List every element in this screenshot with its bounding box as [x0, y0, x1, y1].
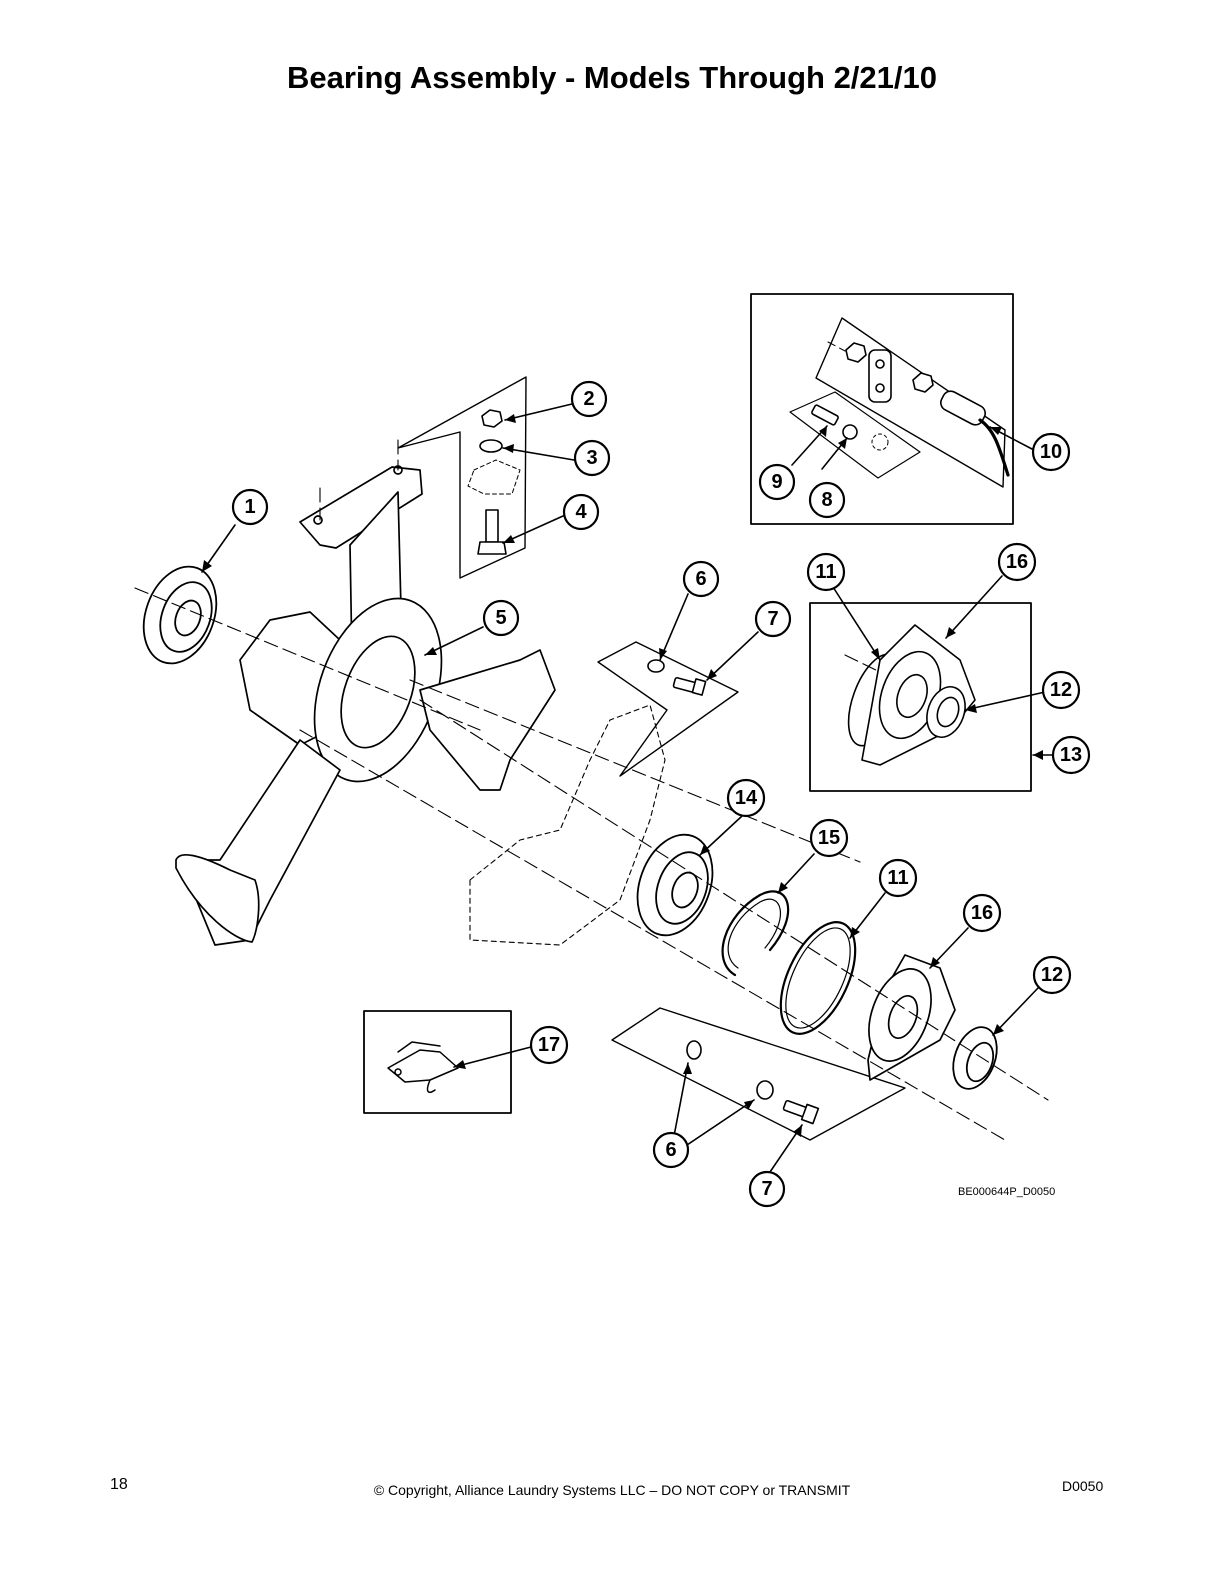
callout-12: 12 — [1032, 955, 1072, 995]
callout-8-label: 8 — [821, 489, 832, 511]
sensor-inset-frame — [750, 293, 1014, 525]
mid-bolt-part — [672, 676, 707, 696]
callout-13-label: 13 — [1060, 744, 1082, 766]
callout-7-lower: 7 — [748, 1170, 786, 1208]
mid-washer-part — [647, 659, 665, 673]
o-ring-part — [779, 921, 857, 1035]
page-title: Bearing Assembly - Models Through 2/21/1… — [286, 60, 938, 95]
callout-6-lower-label: 6 — [665, 1139, 676, 1161]
inner-bearing-part — [636, 833, 714, 937]
callout-12-label: 12 — [1041, 964, 1063, 986]
seal-kit-seal-housing — [847, 624, 976, 766]
callout-3: 3 — [573, 439, 611, 477]
callout-8: 8 — [808, 481, 846, 519]
retaining-ring-part — [721, 890, 790, 977]
upper-hidden-plate — [467, 459, 521, 495]
callout-6-label: 6 — [695, 568, 706, 590]
page-number: 18 — [110, 1476, 128, 1493]
callout-11-inset-label: 11 — [815, 561, 836, 583]
callout-14: 14 — [726, 778, 766, 818]
clip-inset-frame — [363, 1010, 512, 1114]
figure-code: BE000644P_D0050 — [958, 1186, 1056, 1198]
callout-16: 16 — [962, 893, 1002, 933]
outer-bearing-part — [142, 565, 218, 665]
callout-14-label: 14 — [735, 787, 758, 809]
assembly-centerlines — [134, 439, 1049, 1141]
lower-washer-part-b — [756, 1080, 774, 1100]
callout-6: 6 — [682, 560, 720, 598]
lower-washer-part-a — [686, 1040, 702, 1060]
callout-13: 13 — [1051, 735, 1091, 775]
callout-4: 4 — [562, 493, 600, 531]
callout-2-label: 2 — [583, 388, 594, 410]
callout-9: 9 — [758, 463, 796, 501]
clip-part — [387, 1041, 459, 1093]
callout-3-label: 3 — [586, 447, 597, 469]
upper-washer-part — [479, 439, 503, 453]
callout-16-inset: 16 — [997, 542, 1037, 582]
upper-bolt-part — [477, 509, 507, 555]
sensor-fastener-panel — [789, 391, 921, 479]
lower-hardware-panel — [611, 1007, 906, 1141]
hidden-tub-outline — [469, 704, 666, 946]
lower-bolt-part — [782, 1099, 820, 1125]
sensor-screw-part — [811, 404, 839, 426]
callout-11-label: 11 — [887, 867, 908, 889]
callout-9-label: 9 — [771, 471, 782, 493]
callout-2: 2 — [570, 380, 608, 418]
sensor-bracket-panel — [815, 317, 1006, 488]
bearing-housing-spider — [175, 465, 556, 946]
copyright-notice: © Copyright, Alliance Laundry Systems LL… — [373, 1482, 851, 1498]
callout-1: 1 — [231, 488, 269, 526]
callout-15: 15 — [809, 818, 849, 858]
seal-kit-inset-frame — [809, 602, 1032, 792]
callout-10: 10 — [1031, 432, 1071, 472]
sensor-lock-washer — [842, 424, 858, 440]
callout-5: 5 — [482, 599, 520, 637]
callout-10-label: 10 — [1040, 441, 1062, 463]
callout-arrowheads — [202, 414, 1043, 1137]
callout-7: 7 — [754, 600, 792, 638]
callout-11: 11 — [878, 858, 918, 898]
callout-15-label: 15 — [818, 827, 840, 849]
shaft-seal-part — [952, 1026, 998, 1090]
callout-16-inset-label: 16 — [1006, 551, 1028, 573]
callout-12-inset-label: 12 — [1050, 679, 1072, 701]
callout-5-label: 5 — [495, 607, 506, 629]
document-code: D0050 — [1062, 1478, 1104, 1494]
callout-17-label: 17 — [538, 1034, 560, 1056]
callout-7-label: 7 — [767, 608, 778, 630]
callout-7-lower-label: 7 — [761, 1178, 772, 1200]
upper-nut-part — [481, 409, 503, 428]
callout-11-inset: 11 — [806, 552, 846, 592]
speed-sensor-part — [940, 390, 1010, 477]
mid-hardware-panel — [597, 641, 739, 777]
callout-17: 17 — [529, 1025, 569, 1065]
callout-6-lower: 6 — [652, 1131, 690, 1169]
sensor-nut-left — [845, 342, 867, 363]
callout-1-label: 1 — [244, 496, 255, 518]
upper-hardware-panel — [397, 376, 527, 579]
callout-16-label: 16 — [971, 902, 993, 924]
seal-housing-part — [867, 954, 956, 1081]
sensor-nut-right — [912, 372, 934, 393]
sensor-bracket-part — [868, 349, 892, 403]
callout-12-inset: 12 — [1041, 670, 1081, 710]
callout-4-label: 4 — [575, 501, 587, 523]
